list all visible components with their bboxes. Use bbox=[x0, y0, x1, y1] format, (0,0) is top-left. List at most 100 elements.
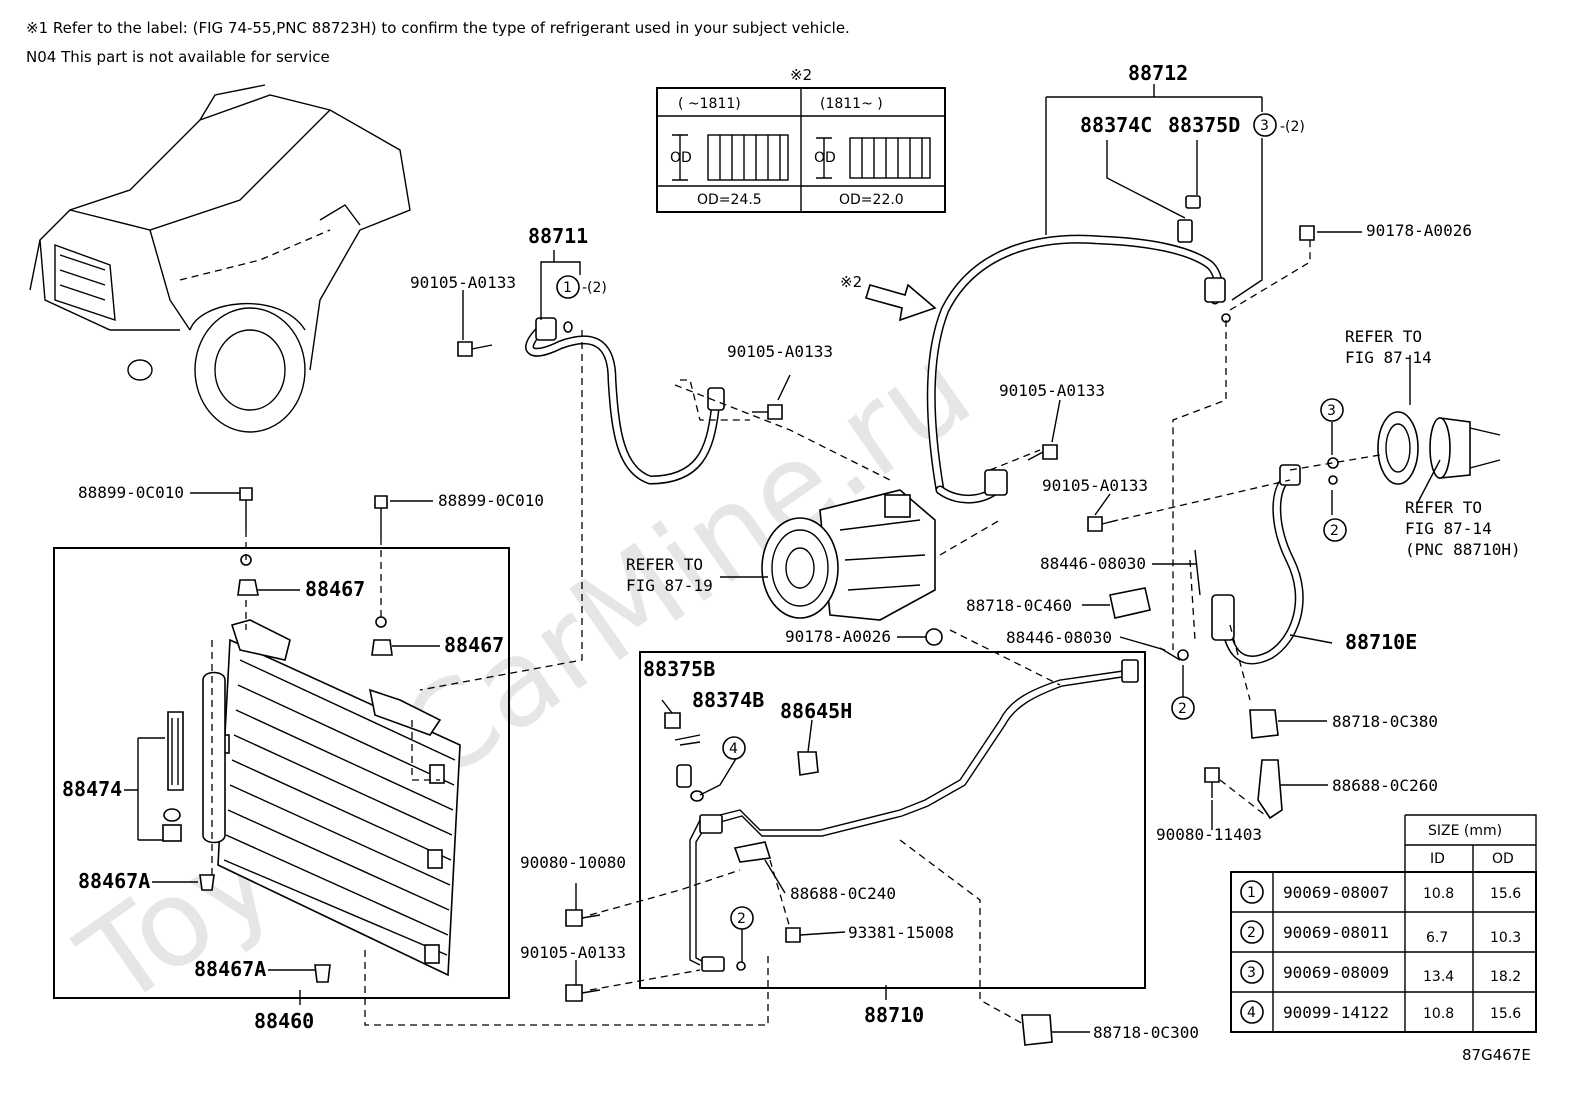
size-table-col-od: OD bbox=[1492, 851, 1514, 867]
refer-pnc-88710h: (PNC 88710H) bbox=[1405, 540, 1521, 559]
size-table-title: SIZE (mm) bbox=[1428, 823, 1502, 839]
refer-fig-87-14-b: FIG 87-14 bbox=[1405, 519, 1492, 538]
circle-ref-1: 1 bbox=[556, 275, 580, 299]
label-88446-1: 88446-08030 bbox=[1040, 554, 1146, 573]
refer-to-1: REFER TO bbox=[626, 555, 703, 574]
vehicle-illustration bbox=[29, 84, 411, 433]
svg-text:10.3: 10.3 bbox=[1490, 930, 1521, 946]
od-size-box: ※2 ( ~1811) (1811~ ) OD OD OD=24.5 OD=22… bbox=[656, 66, 946, 213]
size-table-col-id: ID bbox=[1430, 851, 1445, 867]
svg-text:18.2: 18.2 bbox=[1490, 969, 1521, 985]
label-88474: 88474 bbox=[62, 777, 122, 801]
label-90105-4: 90105-A0133 bbox=[1042, 476, 1148, 495]
leader-lines bbox=[124, 84, 1441, 1033]
label-93381-15008: 93381-15008 bbox=[848, 923, 954, 942]
condenser-box bbox=[53, 547, 510, 999]
label-88718-0c300: 88718-0C300 bbox=[1093, 1023, 1199, 1042]
label-90080-11403: 90080-11403 bbox=[1156, 825, 1262, 844]
svg-text:4: 4 bbox=[729, 741, 738, 757]
dashed-leaders bbox=[211, 240, 1381, 1026]
size-table: SIZE (mm) ID OD 1 90069-08007 10.8 15.6 … bbox=[1230, 814, 1537, 1033]
od-col2-od-label: OD bbox=[814, 150, 836, 166]
suction-hose-88712 bbox=[926, 195, 1226, 504]
label-88375b: 88375B bbox=[643, 657, 715, 681]
circle-ref-3: 3 bbox=[1320, 398, 1344, 422]
svg-text:2: 2 bbox=[1330, 523, 1339, 539]
label-88712: 88712 bbox=[1128, 61, 1188, 85]
label-88718-0c460: 88718-0C460 bbox=[966, 596, 1072, 615]
label-90178-1: 90178-A0026 bbox=[1366, 221, 1472, 240]
note-refrigerant: ※1 Refer to the label: (FIG 74-55,PNC 88… bbox=[26, 19, 850, 37]
label-88899-1: 88899-0C010 bbox=[78, 483, 184, 502]
label-90178-2: 90178-A0026 bbox=[785, 627, 891, 646]
label-88374b: 88374B bbox=[692, 688, 764, 712]
label-88467a-1: 88467A bbox=[78, 869, 150, 893]
od-col2-value: OD=22.0 bbox=[839, 192, 904, 208]
od-col1-value: OD=24.5 bbox=[697, 192, 762, 208]
od-col1-od-label: OD bbox=[670, 150, 692, 166]
size-table-part: 90069-08007 bbox=[1283, 883, 1389, 902]
svg-text:2: 2 bbox=[737, 911, 746, 927]
liquid-tube-88710 bbox=[689, 659, 1139, 972]
figure-code: 87G467E bbox=[1462, 1046, 1531, 1064]
circle-ref-3-top: 3 bbox=[1253, 113, 1277, 137]
size-table-part: 90069-08011 bbox=[1283, 923, 1389, 942]
svg-text:15.6: 15.6 bbox=[1490, 1006, 1521, 1022]
svg-text:3: 3 bbox=[1327, 403, 1336, 419]
circle-ref-2-mid: 2 bbox=[1171, 696, 1195, 720]
od-col2-header: (1811~ ) bbox=[820, 96, 883, 112]
label-88460: 88460 bbox=[254, 1009, 314, 1033]
svg-text:15.6: 15.6 bbox=[1490, 886, 1521, 902]
circle-ref-2-right: 2 bbox=[1323, 518, 1347, 542]
refer-to-3: REFER TO bbox=[1405, 498, 1482, 517]
svg-text:1: 1 bbox=[563, 280, 572, 296]
suction-hose-88710e bbox=[1211, 464, 1304, 665]
svg-text:2: 2 bbox=[1178, 701, 1187, 717]
svg-text:1: 1 bbox=[1247, 885, 1256, 901]
label-88718-0c380: 88718-0C380 bbox=[1332, 712, 1438, 731]
note-not-serviceable: N04 This part is not available for servi… bbox=[26, 48, 330, 66]
label-88467-a: 88467 bbox=[305, 577, 365, 601]
svg-text:3: 3 bbox=[1260, 118, 1269, 134]
svg-text:2: 2 bbox=[1247, 925, 1256, 941]
label-90105-2: 90105-A0133 bbox=[727, 342, 833, 361]
qty-label-3: -(2) bbox=[1280, 119, 1305, 135]
label-90105-5: 90105-A0133 bbox=[520, 943, 626, 962]
svg-text:10.8: 10.8 bbox=[1423, 886, 1454, 902]
label-88374c: 88374C bbox=[1080, 113, 1152, 137]
refer-fig-87-19: FIG 87-19 bbox=[626, 576, 713, 595]
label-90080-10080: 90080-10080 bbox=[520, 853, 626, 872]
refer-fig-87-14-a: FIG 87-14 bbox=[1345, 348, 1432, 367]
label-90105-1: 90105-A0133 bbox=[410, 273, 516, 292]
pointer-arrow bbox=[864, 283, 937, 322]
svg-text:4: 4 bbox=[1247, 1005, 1256, 1021]
svg-text:6.7: 6.7 bbox=[1426, 930, 1448, 946]
refer-to-2: REFER TO bbox=[1345, 327, 1422, 346]
label-88899-2: 88899-0C010 bbox=[438, 491, 544, 510]
size-table-part: 90099-14122 bbox=[1283, 1003, 1389, 1022]
refer-parts-87-14 bbox=[1377, 411, 1501, 485]
liquid-tube-box bbox=[639, 651, 1146, 989]
condenser-88460 bbox=[162, 619, 461, 977]
compressor bbox=[761, 489, 936, 621]
arrow-mark: ※2 bbox=[840, 273, 862, 291]
label-88446-2: 88446-08030 bbox=[1006, 628, 1112, 647]
label-90105-3: 90105-A0133 bbox=[999, 381, 1105, 400]
label-88711: 88711 bbox=[528, 224, 588, 248]
circle-ref-4: 4 bbox=[722, 736, 746, 760]
label-88467a-2: 88467A bbox=[194, 957, 266, 981]
circle-ref-2-bottom: 2 bbox=[730, 906, 754, 930]
discharge-hose-88711 bbox=[525, 317, 725, 485]
label-88467-b: 88467 bbox=[444, 633, 504, 657]
fasteners bbox=[199, 225, 1339, 1046]
od-col1-header: ( ~1811) bbox=[678, 96, 741, 112]
label-88375d: 88375D bbox=[1168, 113, 1240, 137]
label-88710: 88710 bbox=[864, 1003, 924, 1027]
label-88688-0c260: 88688-0C260 bbox=[1332, 776, 1438, 795]
svg-text:13.4: 13.4 bbox=[1423, 969, 1454, 985]
svg-text:10.8: 10.8 bbox=[1423, 1006, 1454, 1022]
label-88688-0c240: 88688-0C240 bbox=[790, 884, 896, 903]
size-table-part: 90069-08009 bbox=[1283, 963, 1389, 982]
od-box-mark: ※2 bbox=[790, 66, 812, 84]
